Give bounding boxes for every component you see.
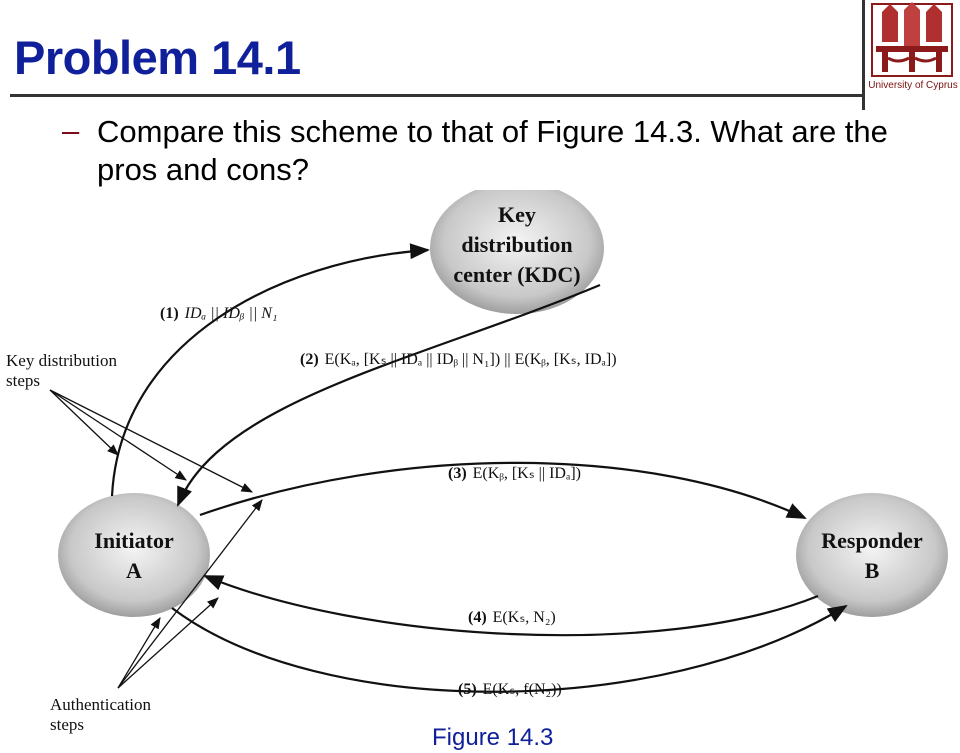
slide-title: Problem 14.1 <box>14 31 301 84</box>
key-distribution-label-line1: Key distribution <box>6 351 117 370</box>
step-1-label: (1)IDₐ || IDᵦ || N₁ <box>160 305 277 322</box>
figure-caption: Figure 14.3 <box>432 724 554 751</box>
pointer-key-distribution-2 <box>49 389 187 481</box>
responder-label-line1: Responder <box>821 528 923 553</box>
initiator-label-line1: Initiator <box>94 528 174 553</box>
step-3-label: (3)E(Kᵦ, [Kₛ || IDₐ]) <box>448 465 581 482</box>
arrow-step-2 <box>176 283 601 507</box>
question-text: Compare this scheme to that of Figure 14… <box>97 114 888 187</box>
arrow-step-4 <box>203 574 819 637</box>
bullet-dash: – <box>62 113 80 148</box>
kdc-node <box>430 190 604 314</box>
kdc-label-line3: center (KDC) <box>453 262 580 287</box>
responder-node <box>796 493 948 617</box>
step-4-label: (4)E(Kₛ, N₂) <box>468 609 556 626</box>
pointer-authentication-1 <box>117 499 263 689</box>
step-5-label: (5)E(Kₛ, f(N₂)) <box>458 681 562 698</box>
initiator-node <box>58 493 210 617</box>
logo-caption: University of Cyprus <box>868 80 958 91</box>
kdc-label-line2: distribution <box>461 232 572 257</box>
pointer-authentication-2 <box>117 597 219 689</box>
title-divider <box>10 94 863 97</box>
responder-label-line2: B <box>865 558 880 583</box>
university-of-cyprus-emblem-icon <box>871 2 953 77</box>
authentication-label-line1: Authentication <box>50 695 152 714</box>
key-distribution-diagram: Key distribution center (KDC) Initiator … <box>6 190 948 734</box>
arrow-step-5 <box>171 604 848 693</box>
key-distribution-label-line2: steps <box>6 371 40 390</box>
step-2-label: (2)E(Kₐ, [Kₛ || IDₐ || IDᵦ || N₁]) || E(… <box>300 351 617 368</box>
pointer-authentication-3 <box>117 616 161 689</box>
header-vertical-divider <box>862 0 865 110</box>
pointer-key-distribution-1 <box>49 389 119 456</box>
pointer-key-distribution-3 <box>49 389 254 493</box>
initiator-label-line2: A <box>126 558 142 583</box>
kdc-label-line1: Key <box>498 202 536 227</box>
arrow-step-3 <box>199 461 807 519</box>
arrow-step-1 <box>110 243 430 497</box>
authentication-label-line2: steps <box>50 715 84 734</box>
